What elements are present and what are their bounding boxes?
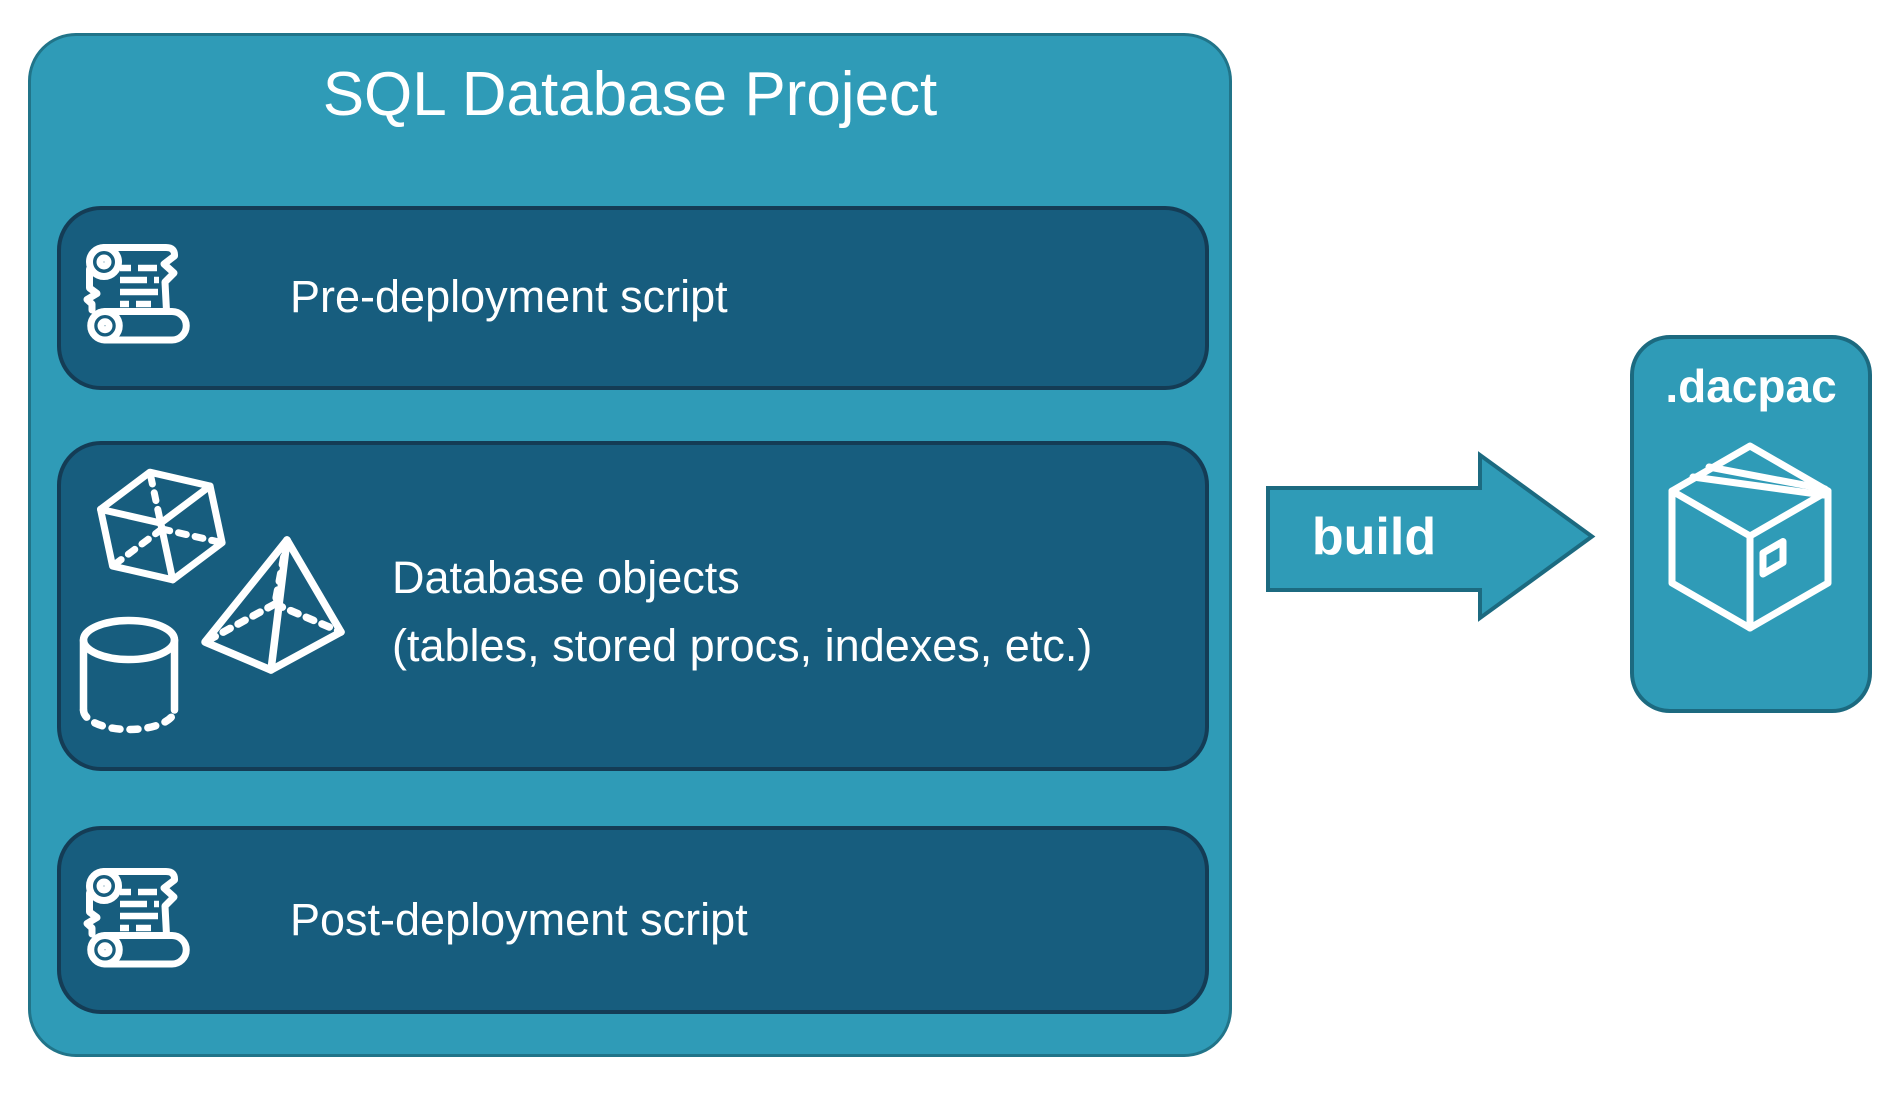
pyramid-icon — [201, 536, 345, 674]
dacpac-label: .dacpac — [1665, 360, 1837, 412]
package-icon — [1668, 442, 1832, 632]
cube-icon — [97, 468, 226, 584]
pre-deployment-row — [57, 206, 1209, 390]
project-title: SQL Database Project — [322, 60, 938, 129]
scroll-icon — [83, 244, 190, 344]
database-objects-label-block: Database objects (tables, stored procs, … — [392, 544, 1092, 680]
post-deployment-row — [57, 826, 1209, 1014]
database-objects-row — [57, 441, 1209, 771]
right-arrow-shape — [1266, 451, 1596, 622]
pre-deployment-label: Pre-deployment script — [290, 271, 728, 322]
database-objects-sublabel: (tables, stored procs, indexes, etc.) — [392, 620, 1093, 671]
build-label: build — [1311, 508, 1437, 566]
post-deployment-label: Post-deployment script — [290, 894, 748, 945]
scroll-icon — [83, 868, 190, 968]
database-objects-label: Database objects — [392, 552, 740, 603]
cylinder-icon — [79, 616, 179, 734]
